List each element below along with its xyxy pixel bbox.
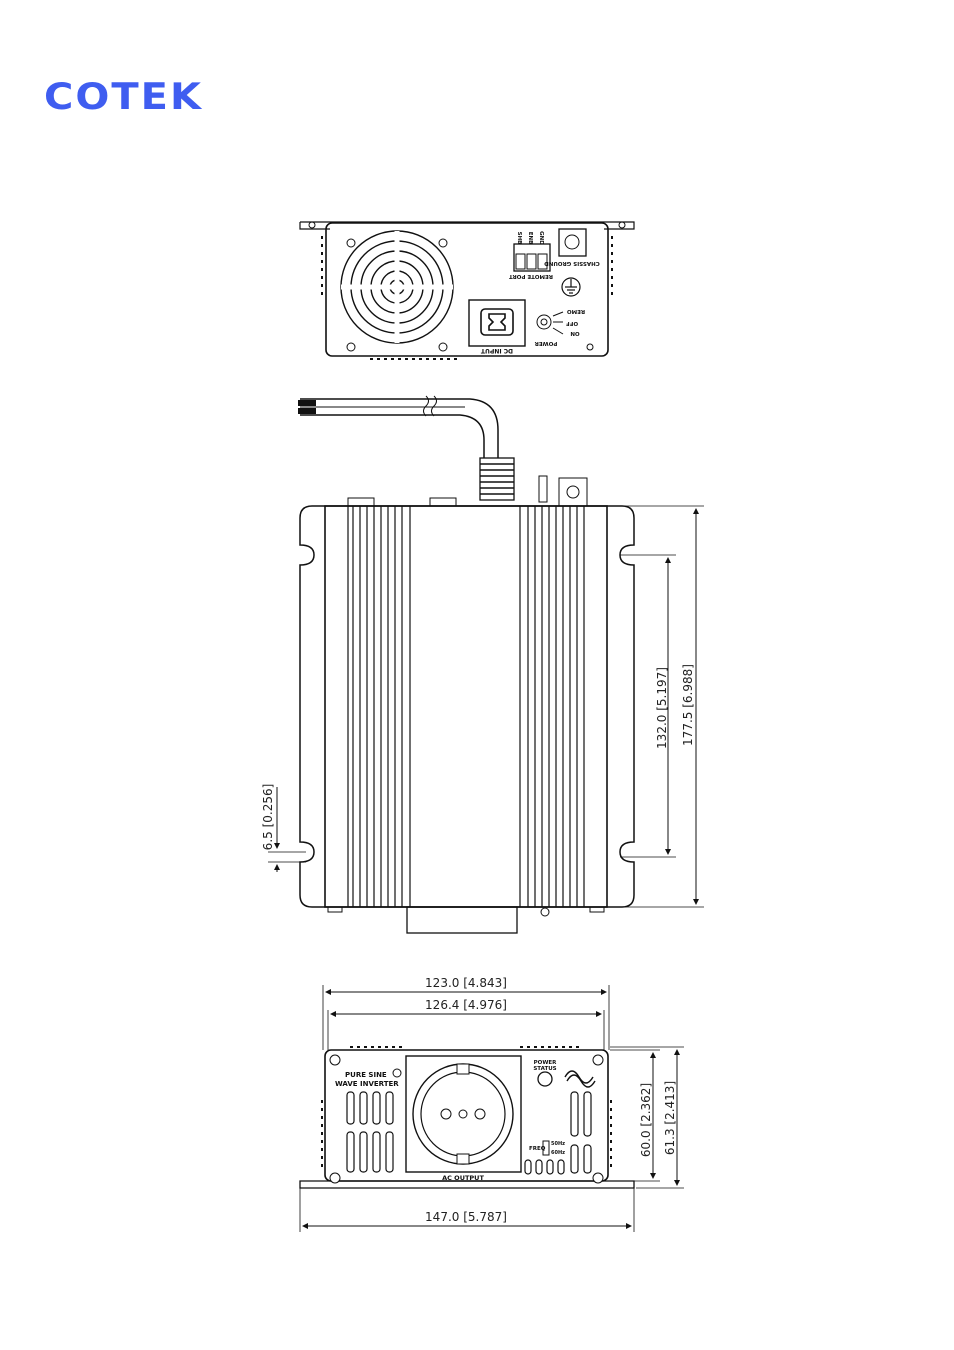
svg-text:61.3 [2.413]: 61.3 [2.413]	[663, 1081, 677, 1155]
svg-text:50Hz: 50Hz	[551, 1141, 565, 1147]
top-view: 132.0 [5.197] 177.5 [6.988] 6.5 [0.256]	[261, 395, 704, 934]
svg-text:PURE SINE: PURE SINE	[345, 1071, 387, 1079]
svg-text:OFF: OFF	[566, 320, 578, 326]
front-panel-view: PURE SINE WAVE INVERTER AC OUTPUT	[299, 976, 684, 1232]
dim-width-body: 126.4 [4.976]	[327, 998, 605, 1050]
svg-text:SHB: SHB	[516, 232, 522, 245]
svg-text:ON: ON	[570, 330, 580, 336]
svg-text:147.0 [5.787]: 147.0 [5.787]	[425, 1210, 507, 1224]
freq-switch: FREQ 50Hz 60Hz	[529, 1140, 565, 1156]
chassis-ground-terminal: CHASSIS GROUND	[544, 228, 600, 266]
dim-side-height-total: 177.5 [6.988]	[620, 505, 704, 908]
schuko-socket-icon: AC OUTPUT	[405, 1055, 522, 1182]
svg-text:132.0 [5.197]: 132.0 [5.197]	[655, 667, 669, 749]
svg-text:REMO: REMO	[567, 308, 585, 314]
svg-text:REMOTE PORT: REMOTE PORT	[509, 273, 553, 279]
svg-text:AC OUTPUT: AC OUTPUT	[442, 1174, 484, 1182]
sine-wave-icon	[564, 1070, 596, 1088]
dim-slot-offset: 6.5 [0.256]	[261, 784, 306, 872]
screw-icon	[346, 238, 594, 352]
screw-icon	[329, 1054, 604, 1184]
svg-text:STATUS: STATUS	[533, 1066, 556, 1072]
svg-text:DC INPUT: DC INPUT	[480, 347, 513, 354]
rear-panel-view: DC INPUT ON OFF REMO POWER	[299, 221, 635, 360]
svg-text:WAVE INVERTER: WAVE INVERTER	[335, 1080, 399, 1088]
svg-text:POWER: POWER	[534, 340, 558, 346]
cotek-logo: COTEK	[44, 76, 203, 119]
ground-symbol-icon	[561, 277, 581, 297]
svg-text:177.5 [6.988]: 177.5 [6.988]	[681, 664, 695, 746]
dim-height-body: 60.0 [2.362]	[610, 1049, 660, 1182]
svg-text:123.0 [4.843]: 123.0 [4.843]	[425, 976, 507, 990]
svg-text:6.5 [0.256]: 6.5 [0.256]	[261, 784, 275, 851]
svg-text:ENB: ENB	[527, 232, 533, 245]
dim-width-inner: 123.0 [4.843]	[322, 976, 610, 1050]
power-status-led	[537, 1071, 553, 1087]
remote-port: SHB ENB GND REMOTE PORT	[509, 231, 553, 279]
svg-text:60Hz: 60Hz	[551, 1150, 565, 1156]
dc-input-connector: DC INPUT	[468, 299, 526, 354]
dim-height-total: 61.3 [2.413]	[610, 1046, 684, 1189]
svg-text:GND: GND	[538, 231, 544, 245]
power-switch: ON OFF REMO POWER	[534, 308, 585, 346]
dc-cable	[298, 395, 515, 501]
dim-side-height-inner: 132.0 [5.197]	[620, 554, 676, 858]
svg-text:POWER: POWER	[534, 1060, 558, 1066]
svg-text:FREQ: FREQ	[529, 1146, 546, 1152]
svg-text:CHASSIS GROUND: CHASSIS GROUND	[544, 260, 600, 266]
svg-text:60.0 [2.362]: 60.0 [2.362]	[639, 1083, 653, 1157]
svg-text:126.4 [4.976]: 126.4 [4.976]	[425, 998, 507, 1012]
dim-width-total: 147.0 [5.787]	[299, 1188, 635, 1232]
fan-grille-icon	[340, 230, 454, 344]
